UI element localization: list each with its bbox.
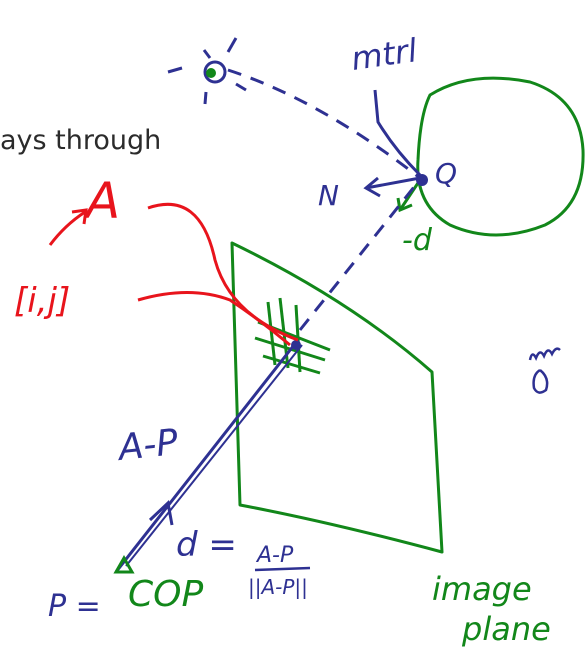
light-source-icon [167, 37, 247, 105]
label-fraction-numerator: A-P [255, 543, 294, 568]
label-normal: N [318, 179, 339, 212]
slide-text-fragment: ays through [0, 125, 162, 156]
light-dot [206, 68, 216, 78]
neg-d-arrow [396, 179, 422, 213]
scribble-origin [528, 347, 561, 394]
cop-marker-icon [113, 554, 135, 574]
sphere-outline [416, 76, 585, 237]
label-fraction-denominator: ||A-P|| [248, 575, 308, 599]
label-point-a: A [83, 172, 120, 230]
red-a-arrow [48, 202, 299, 347]
label-a-minus-p: A-P [115, 422, 181, 469]
primary-ray-dashed [298, 181, 420, 331]
pixel-dot [291, 340, 301, 350]
fraction-bar [254, 566, 311, 572]
normal-arrow [363, 176, 421, 198]
label-plane: plane [461, 610, 551, 648]
label-neg-d: -d [402, 223, 433, 258]
label-pixel-index: [i,j] [14, 281, 70, 321]
material-pointer [373, 89, 422, 177]
point-q-dot [416, 174, 428, 186]
label-image: image [432, 570, 532, 608]
primary-ray-solid-2 [125, 344, 303, 567]
label-material: mtrl [349, 31, 420, 78]
label-p-equals: P = [48, 589, 101, 624]
d-direction-arrow [148, 500, 174, 526]
shadow-ray [227, 68, 421, 180]
primary-ray-solid [114, 339, 300, 573]
label-d-equals: d = [176, 525, 237, 565]
pixel-grid-hatch [254, 297, 331, 375]
label-point-q: Q [435, 157, 457, 190]
image-plane-outline [230, 241, 444, 554]
label-cop: COP [128, 574, 203, 615]
